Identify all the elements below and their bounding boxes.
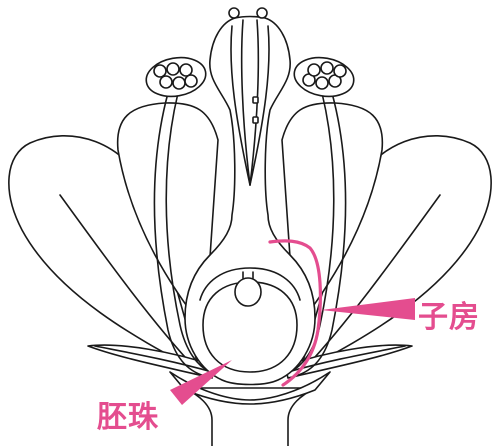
stigma-tip-left bbox=[228, 7, 240, 19]
sepal-left bbox=[87, 344, 216, 379]
stamen-right bbox=[289, 56, 355, 377]
stamen-left bbox=[145, 56, 211, 377]
ovule bbox=[234, 277, 262, 307]
ovary-pointer-arrow bbox=[321, 298, 415, 320]
receptacle bbox=[169, 371, 331, 446]
ovary-label: 子房 bbox=[418, 300, 480, 335]
petal-left bbox=[8, 135, 201, 373]
stigma-tip-right bbox=[256, 7, 268, 19]
petal-right bbox=[299, 135, 492, 373]
ovule-pointer-arrow bbox=[170, 360, 232, 405]
petal-back-left bbox=[116, 102, 219, 331]
petal-back-right bbox=[281, 102, 384, 331]
ovule-label: 胚珠 bbox=[97, 400, 159, 435]
ovary-highlight-outline bbox=[268, 239, 322, 387]
